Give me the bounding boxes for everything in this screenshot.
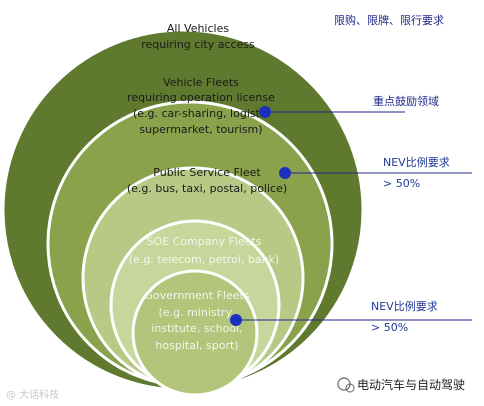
vehicle-fleets-line-2: requiring operation license: [127, 91, 275, 104]
annotation-access-restrictions: 限购、限牌、限行要求: [334, 13, 444, 27]
label-soe-company: SOE Company Fleets (e.g. telecom, petrol…: [129, 235, 279, 266]
soe-company-line-2: (e.g. telecom, petrol, bank): [129, 253, 279, 266]
watermark: @ 大话科技: [6, 388, 59, 401]
label-all-vehicles: All Vehicles requiring city access: [141, 22, 255, 51]
brand-mark: 电动汽车与自动驾驶: [337, 377, 465, 393]
annotation-nev-gov-line-1: NEV比例要求: [371, 299, 438, 313]
government-line-3: institute, school,: [151, 322, 242, 335]
pointer-dot-key-incentive: [259, 106, 271, 118]
public-service-line-1: Public Service Fleet: [153, 166, 261, 179]
pointer-dot-public-service: [279, 167, 291, 179]
annotation-key-incentive: 重点鼓励领域: [373, 94, 439, 108]
vehicle-fleets-line-3: (e.g. car-sharing, logistic: [133, 107, 269, 120]
annotation-nev-public-line-1: NEV比例要求: [383, 155, 450, 169]
ring-government: [131, 269, 259, 397]
pointer-dot-government: [230, 314, 242, 326]
government-line-2: (e.g. ministry,: [159, 306, 236, 319]
vehicle-fleets-line-1: Vehicle Fleets: [163, 76, 239, 89]
all-vehicles-line-2: requiring city access: [141, 38, 255, 51]
government-line-1: Government Fleets: [144, 289, 249, 302]
label-vehicle-fleets: Vehicle Fleets requiring operation licen…: [127, 76, 275, 136]
wechat-icon-inner: [345, 383, 355, 393]
label-government: Government Fleets (e.g. ministry, instit…: [144, 289, 249, 352]
soe-company-line-1: SOE Company Fleets: [147, 235, 262, 248]
annotation-nev-gov-line-2: > 50%: [371, 321, 408, 334]
label-public-service: Public Service Fleet (e.g. bus, taxi, po…: [127, 166, 287, 195]
government-line-4: hospital, sport): [155, 339, 238, 352]
all-vehicles-line-1: All Vehicles: [167, 22, 229, 35]
brand-text: 电动汽车与自动驾驶: [357, 377, 465, 392]
annotation-nev-public-line-2: > 50%: [383, 177, 420, 190]
vehicle-fleets-line-4: supermarket, tourism): [139, 123, 262, 136]
public-service-line-2: (e.g. bus, taxi, postal, police): [127, 182, 287, 195]
